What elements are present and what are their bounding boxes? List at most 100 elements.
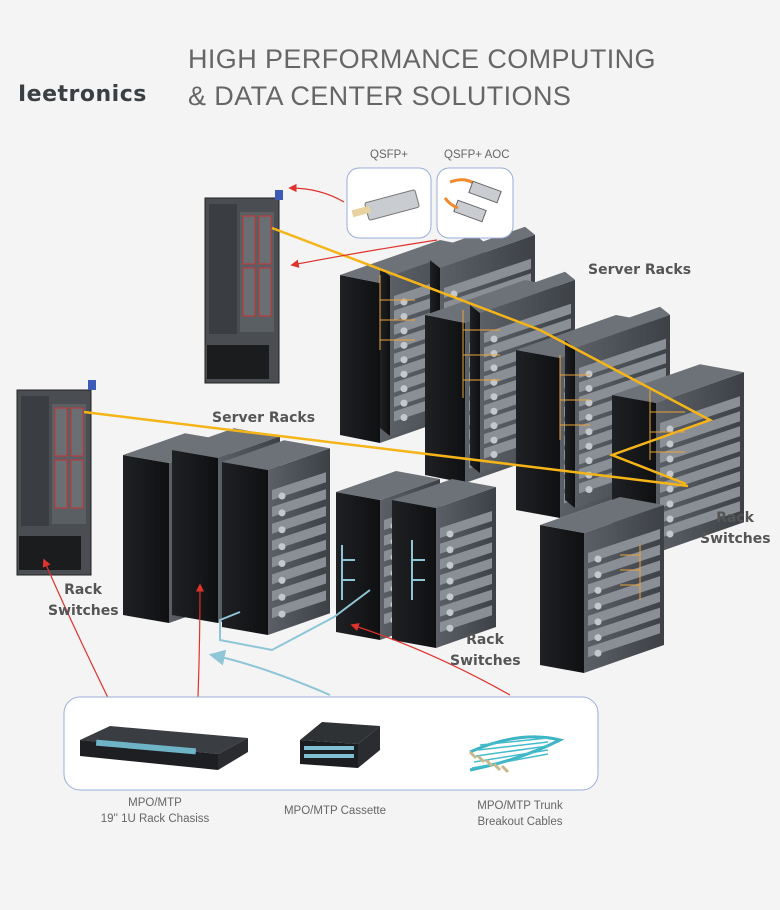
fiber-fanout-lines: [379, 275, 685, 600]
rack-unit: [588, 529, 660, 563]
rack-unit: [660, 411, 740, 448]
rack-unit-led: [446, 624, 454, 632]
rack-unit-led: [446, 546, 454, 554]
rack-unit-led: [400, 341, 408, 349]
rack-chassis-product: [80, 726, 248, 770]
qsfp-transceiver: [346, 167, 432, 239]
trunk-breakout-cable-product: [468, 735, 565, 774]
rack-unit-led: [585, 457, 593, 465]
rack-unit: [588, 623, 660, 658]
rack-unit-led: [490, 378, 498, 386]
server-rack: [222, 440, 330, 635]
rack-unit: [440, 526, 492, 554]
rack-unit: [660, 501, 740, 538]
rack-unit: [588, 607, 660, 642]
rack-unit: [484, 303, 571, 343]
chassis-caption-line2: 19'' 1U Rack Chasiss: [100, 813, 210, 825]
rack-unit: [660, 471, 740, 508]
rack-unit-led: [490, 349, 498, 357]
rack-unit: [588, 576, 660, 611]
rack-unit: [440, 589, 492, 617]
chassis-caption: MPO/MTP 19'' 1U Rack Chasiss: [70, 795, 240, 827]
rack-unit: [440, 573, 492, 601]
page-title-line2: & DATA CENTER SOLUTIONS: [188, 81, 572, 111]
rack-unit-led: [278, 560, 286, 567]
rack-unit: [588, 560, 660, 595]
rack-unit-led: [666, 425, 674, 433]
rack-unit: [484, 318, 571, 358]
rack-unit-led: [446, 577, 454, 585]
chassis-caption-line1: MPO/MTP: [128, 797, 182, 809]
rack-unit-led: [666, 455, 674, 463]
rack-unit-led: [594, 618, 602, 626]
rack-unit-led: [666, 440, 674, 448]
rack-switches-label-left-line1: Rack: [64, 582, 102, 598]
rack-unit-led: [490, 335, 498, 343]
rack-unit: [444, 258, 531, 298]
rack-switches-label-left-line2: Switches: [48, 603, 119, 619]
rack-unit: [660, 441, 740, 478]
rack-unit-led: [446, 530, 454, 538]
rack-unit-led: [400, 312, 408, 320]
rack-unit-led: [594, 634, 602, 642]
cassette-product: [300, 722, 380, 768]
qsfp-aoc-cable: [436, 167, 514, 239]
rack-unit-led: [666, 485, 674, 493]
rack-unit-led: [666, 500, 674, 508]
rack-switch-cabinet: [540, 497, 664, 673]
rack-unit-led: [594, 571, 602, 579]
trunk-caption: MPO/MTP Trunk Breakout Cables: [445, 798, 595, 830]
rack-unit-led: [585, 442, 593, 450]
rack-switches-label-center: Rack Switches: [450, 630, 521, 672]
rack-unit-led: [278, 610, 286, 618]
rack-unit-led: [400, 370, 408, 378]
rack-switches-label-center-line1: Rack: [466, 632, 504, 648]
server-racks-label-middle: Server Racks: [212, 410, 316, 426]
rack-unit-led: [585, 428, 593, 436]
rack-unit-led: [400, 356, 408, 364]
rack-unit: [440, 558, 492, 586]
trunk-caption-line2: Breakout Cables: [477, 816, 563, 828]
red-arrows: [42, 183, 511, 709]
rack-unit-led: [490, 451, 498, 459]
rack-unit-led: [400, 399, 408, 407]
rack-unit: [272, 472, 326, 500]
rack-switches-label-center-line2: Switches: [450, 653, 521, 669]
rack-unit-led: [400, 327, 408, 335]
rack-switch-chassis-left: [16, 380, 96, 576]
rack-unit: [272, 506, 326, 534]
rack-unit-led: [490, 436, 498, 444]
rack-unit: [588, 544, 660, 579]
rack-switches-label-right-line2: Switches: [700, 531, 771, 547]
qsfp-label: QSFP+: [370, 149, 409, 161]
company-logo: Ieetronics: [18, 82, 147, 107]
rack-unit-led: [594, 555, 602, 563]
rack-unit-led: [585, 384, 593, 392]
trunk-caption-line1: MPO/MTP Trunk: [477, 800, 563, 812]
rack-unit-led: [594, 649, 602, 657]
cassette-caption: MPO/MTP Cassette: [283, 805, 387, 817]
page-title-line1: HIGH PERFORMANCE COMPUTING: [188, 44, 656, 74]
rack-unit: [272, 556, 326, 585]
rack-switch-cabinet: [392, 479, 496, 648]
rack-unit-led: [400, 385, 408, 393]
rack-unit: [272, 522, 326, 551]
rack-unit-led: [446, 561, 454, 569]
rack-unit: [440, 511, 492, 538]
rack-unit: [272, 539, 326, 568]
rack-unit: [272, 573, 326, 602]
rack-unit-led: [400, 414, 408, 422]
rack-unit-led: [278, 509, 286, 517]
rack-unit-led: [594, 602, 602, 610]
rack-unit-led: [490, 407, 498, 415]
rack-unit-led: [585, 370, 593, 378]
rack-unit-led: [585, 486, 593, 494]
rack-unit-led: [278, 593, 286, 601]
rack-switches-label-right-line1: Rack: [716, 510, 754, 526]
rack-unit-led: [585, 399, 593, 407]
server-racks-label-top: Server Racks: [588, 262, 692, 278]
rack-unit-led: [490, 364, 498, 372]
rack-unit-led: [666, 515, 674, 523]
rack-unit: [579, 338, 666, 378]
